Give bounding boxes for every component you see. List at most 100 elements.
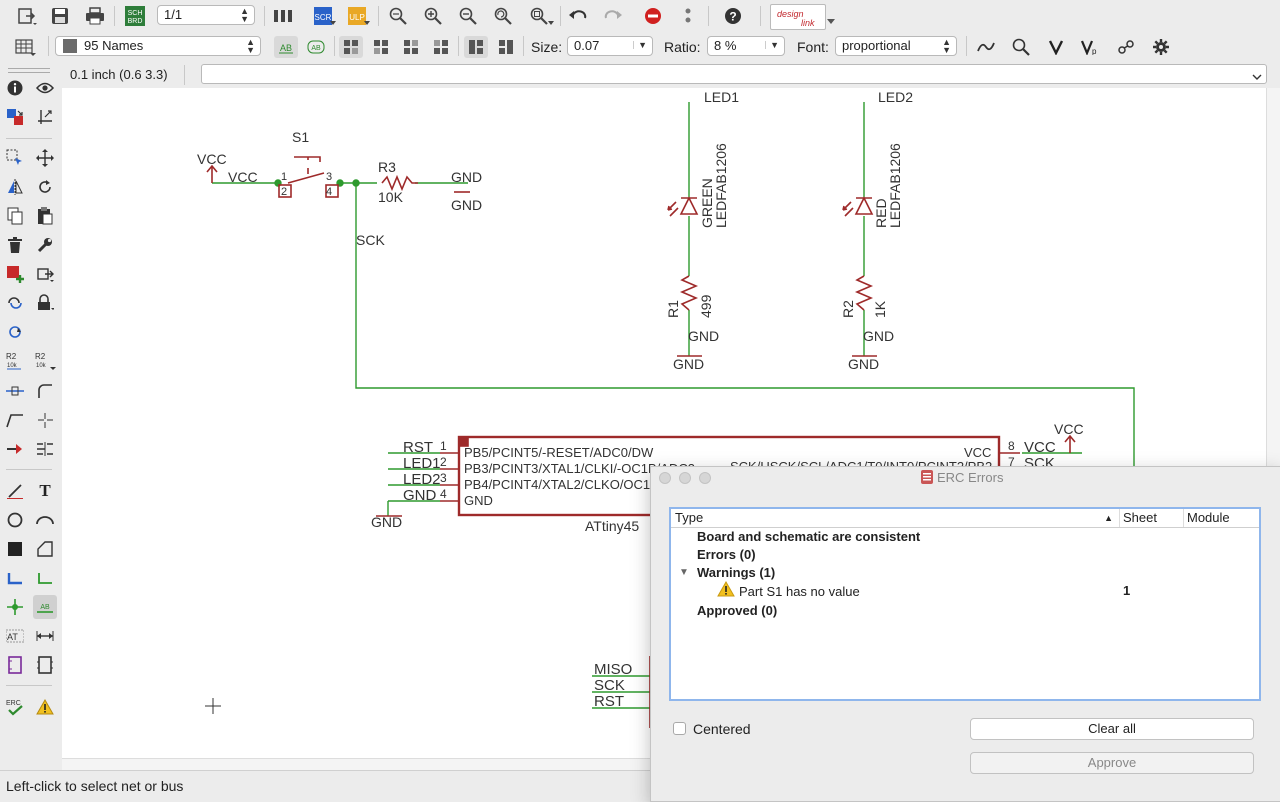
disclosure-triangle-icon[interactable]: ▼	[679, 567, 689, 578]
circle-tool-icon[interactable]	[4, 509, 26, 531]
led1-diode[interactable]	[679, 196, 699, 215]
wrench-icon[interactable]	[34, 234, 56, 256]
rotate-icon[interactable]	[34, 176, 56, 198]
frame-tool-icon[interactable]	[4, 654, 26, 676]
align-bottom-left-button[interactable]	[399, 36, 423, 58]
sheet-select[interactable]: 1/1 ▲▼	[157, 5, 255, 25]
invoke-icon[interactable]	[4, 292, 26, 314]
junction-tool-icon[interactable]	[4, 596, 26, 618]
list-item-errors[interactable]: Errors (0)	[697, 547, 756, 562]
polygon-tool-icon[interactable]	[34, 538, 56, 560]
layer-select[interactable]: 95 Names ▲▼	[55, 36, 261, 56]
text-tool-icon[interactable]: T	[34, 480, 56, 502]
label-tool-icon[interactable]: AB	[33, 595, 57, 619]
vcc-supply-symbol[interactable]	[206, 164, 218, 183]
split-icon[interactable]	[4, 380, 26, 402]
redo-icon[interactable]	[600, 4, 626, 28]
add-part-icon[interactable]	[4, 263, 26, 285]
zoom-out-icon[interactable]	[455, 4, 481, 28]
attribute-tool-icon[interactable]: AT	[4, 625, 26, 647]
align-top-left-button[interactable]	[339, 36, 363, 58]
dialog-titlebar[interactable]: ERC Errors	[651, 467, 1280, 489]
module-tool-icon[interactable]	[34, 654, 56, 676]
window-zoom-icon[interactable]	[699, 472, 711, 484]
net-junction[interactable]	[352, 179, 360, 187]
view-grid-icon[interactable]	[270, 4, 296, 28]
align-top-right-button[interactable]	[369, 36, 393, 58]
align-icon[interactable]	[34, 438, 56, 460]
show-icon[interactable]	[1008, 35, 1034, 59]
paste-icon[interactable]	[34, 205, 56, 227]
column-header-type[interactable]: Type ▲	[671, 509, 1120, 528]
save-icon[interactable]	[47, 4, 73, 28]
sck-net-wire[interactable]	[355, 183, 1135, 466]
warning-item-part-s1[interactable]: Part S1 has no value	[739, 584, 860, 599]
align-bottom-right-button[interactable]	[429, 36, 453, 58]
led2-light-arrows[interactable]	[842, 201, 854, 217]
vcc-supply-symbol-right[interactable]	[1064, 434, 1076, 453]
slice-icon[interactable]	[34, 409, 56, 431]
miter-icon[interactable]	[34, 380, 56, 402]
net-gnd-wire[interactable]	[387, 500, 440, 516]
help-icon[interactable]: ?	[720, 4, 746, 28]
mirror-icon[interactable]	[4, 176, 26, 198]
approve-button[interactable]: Approve	[970, 752, 1254, 774]
lock-icon[interactable]	[34, 292, 56, 314]
layers-icon[interactable]	[4, 106, 26, 128]
dimension-tool-icon[interactable]	[34, 625, 56, 647]
net-tool-icon[interactable]	[34, 567, 56, 589]
info-icon[interactable]	[4, 77, 26, 99]
ic-pins[interactable]	[440, 452, 1020, 502]
zoom-select-icon[interactable]	[526, 4, 554, 28]
font-select[interactable]: proportional ▲▼	[835, 36, 957, 56]
optimize-icon[interactable]	[4, 409, 26, 431]
text-align-left-button[interactable]	[464, 36, 488, 58]
switch-s1-pad-2[interactable]	[278, 184, 292, 198]
print-icon[interactable]	[82, 4, 108, 28]
ulp-icon[interactable]: ULP	[344, 4, 370, 28]
route-icon[interactable]	[4, 438, 26, 460]
ratio-select[interactable]: 8 % ▼	[707, 36, 785, 56]
size-dropdown-icon[interactable]: ▼	[633, 41, 647, 50]
grid-icon[interactable]	[12, 35, 38, 59]
layer-stepper-icon[interactable]: ▲▼	[246, 37, 255, 55]
centered-checkbox[interactable]	[673, 722, 686, 735]
resistor-r3[interactable]	[381, 174, 418, 192]
arc-tool-icon[interactable]	[34, 509, 56, 531]
resistor-r2[interactable]	[854, 275, 874, 311]
align-text-button[interactable]: AB	[274, 36, 298, 58]
sheet-stepper-icon[interactable]: ▲▼	[240, 6, 249, 24]
mark-icon[interactable]	[34, 106, 56, 128]
undo-icon[interactable]	[565, 4, 591, 28]
replace-icon[interactable]	[34, 263, 56, 285]
text-align-right-button[interactable]	[494, 36, 518, 58]
more-icon[interactable]	[675, 4, 701, 28]
value-icon[interactable]	[1043, 35, 1069, 59]
led1-light-arrows[interactable]	[667, 201, 679, 217]
command-history-dropdown-icon[interactable]	[1252, 69, 1262, 84]
list-item-approved[interactable]: Approved (0)	[697, 603, 778, 618]
select-group-icon[interactable]	[4, 147, 26, 169]
line-tool-icon[interactable]	[4, 480, 26, 502]
warning-errors-icon[interactable]	[34, 696, 56, 718]
switch-s1[interactable]	[287, 156, 325, 184]
eye-icon[interactable]	[34, 77, 56, 99]
list-item-consistent[interactable]: Board and schematic are consistent	[697, 529, 921, 544]
design-link-dropdown-icon[interactable]	[827, 14, 835, 29]
column-header-module[interactable]: Module	[1183, 509, 1259, 528]
erc-errors-table[interactable]: Type ▲ Sheet Module Board and schematic …	[669, 507, 1261, 701]
led2-diode[interactable]	[854, 196, 874, 215]
list-item-warnings[interactable]: Warnings (1)	[697, 565, 776, 580]
command-line-input[interactable]	[201, 64, 1267, 84]
move-icon[interactable]	[34, 147, 56, 169]
zoom-fit-icon[interactable]	[385, 4, 411, 28]
delete-icon[interactable]	[4, 234, 26, 256]
font-stepper-icon[interactable]: ▲▼	[942, 37, 951, 55]
open-icon[interactable]	[14, 4, 40, 28]
pinswap-icon[interactable]	[1113, 35, 1139, 59]
script-icon[interactable]: SCR	[310, 4, 336, 28]
